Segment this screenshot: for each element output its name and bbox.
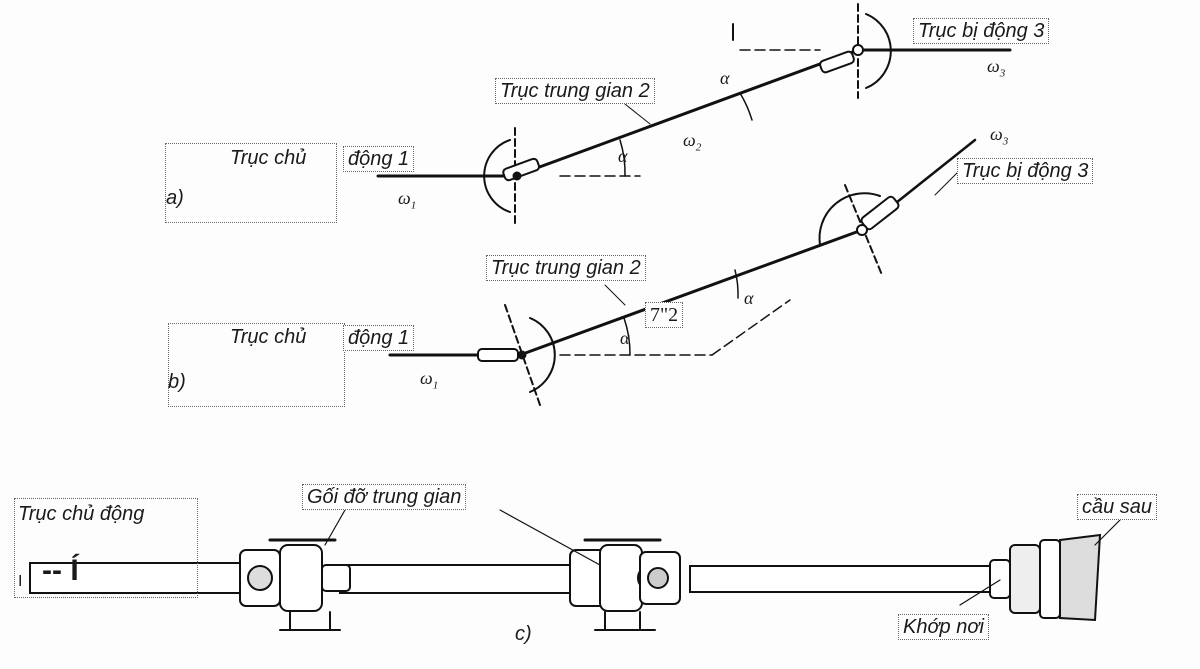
panel-a-omega-3: ω3 [987, 56, 1006, 80]
panel-b-omega-2-ocr: 7"2 [645, 302, 684, 328]
a-right-joint-arc [865, 13, 892, 89]
a-left-joint-center [512, 171, 522, 181]
b-left-joint-arc [529, 317, 556, 393]
b-leader-intermediate [604, 284, 626, 306]
panel-b-tag: b) [168, 371, 186, 393]
b-left-yoke [477, 348, 519, 362]
b-angle-arc-right [734, 269, 739, 299]
a-intermediate-shaft [513, 48, 860, 178]
panel-b-drive-label-1: Trục chủ [230, 326, 307, 348]
panel-b-omega-3: ω3 [990, 124, 1009, 148]
panel-b-omega-1: ω1 [420, 368, 439, 392]
b-right-joint-arc [818, 192, 881, 246]
panel-a-omega-2: ω2 [683, 130, 702, 154]
panel-c-ocr-left: I [18, 573, 23, 590]
a-angle-arc-right [739, 92, 753, 121]
c-leader-bearing-1 [324, 509, 346, 546]
panel-c-frame [14, 498, 198, 598]
a-left-joint-arc [483, 139, 511, 213]
a-left-yoke [502, 157, 540, 182]
panel-c-joint-label: Khớp nơi [898, 614, 989, 640]
panel-c-tag: c) [515, 623, 532, 645]
panel-a-tag: a) [166, 187, 184, 209]
b-left-joint-center [517, 350, 527, 360]
panel-c-drive-label: Trục chủ động [18, 503, 145, 525]
b-right-yoke [860, 195, 900, 231]
panel-b-frame [168, 323, 345, 407]
b-left-joint-axis [504, 304, 541, 406]
panel-a-drive-label-1: Trục chủ [230, 147, 307, 169]
panel-a-driven-label: Trục bị động 3 [913, 18, 1050, 44]
c-shaft-segment-2 [339, 564, 571, 594]
b-leader-driven [934, 169, 961, 196]
panel-c-ocr-glyphs: -- Í [42, 554, 79, 587]
panel-a-alpha-left: α [618, 146, 628, 166]
panel-a-intermediate-label: Trục trung gian 2 [495, 78, 655, 104]
c-bearing-2 [569, 538, 681, 631]
panel-b-drawing [388, 138, 977, 406]
c-leader-bearing-2 [499, 509, 601, 566]
c-shaft-segment-3 [689, 565, 991, 593]
b-intermediate-shaft [518, 228, 864, 357]
panel-b-alpha-left: α [620, 328, 630, 348]
panel-a-omega-1: ω1 [398, 188, 417, 212]
panel-b-driven-label: Trục bị động 3 [957, 158, 1094, 184]
panel-a-alpha-right: α [720, 68, 730, 88]
b-angle-arc-left [623, 317, 631, 356]
panel-c-bearing-label: Gối đỡ trung gian [302, 484, 467, 510]
a-leader-intermediate [624, 103, 651, 125]
panel-b-alpha-right: α [744, 288, 754, 308]
panel-c-rear-axle-label: cầu sau [1077, 494, 1158, 520]
c-leader-joint [959, 579, 1001, 606]
panel-c-drawing [29, 509, 1121, 631]
c-leader-axle [1094, 519, 1121, 546]
panel-a-drive-label-2: động 1 [343, 146, 415, 172]
panel-a-frame [165, 143, 337, 223]
c-rear-joint [989, 533, 1102, 622]
a-angle-arc-left [619, 139, 626, 177]
b-ref-line-diag [711, 299, 791, 356]
panel-b-intermediate-label: Trục trung gian 2 [486, 255, 646, 281]
b-right-joint-center [856, 224, 868, 236]
panel-a-drawing [376, 3, 1012, 226]
c-bearing-1 [239, 538, 351, 631]
a-right-joint-center [852, 44, 864, 56]
panel-b-drive-label-2: động 1 [343, 325, 415, 351]
a-right-yoke [819, 50, 855, 74]
